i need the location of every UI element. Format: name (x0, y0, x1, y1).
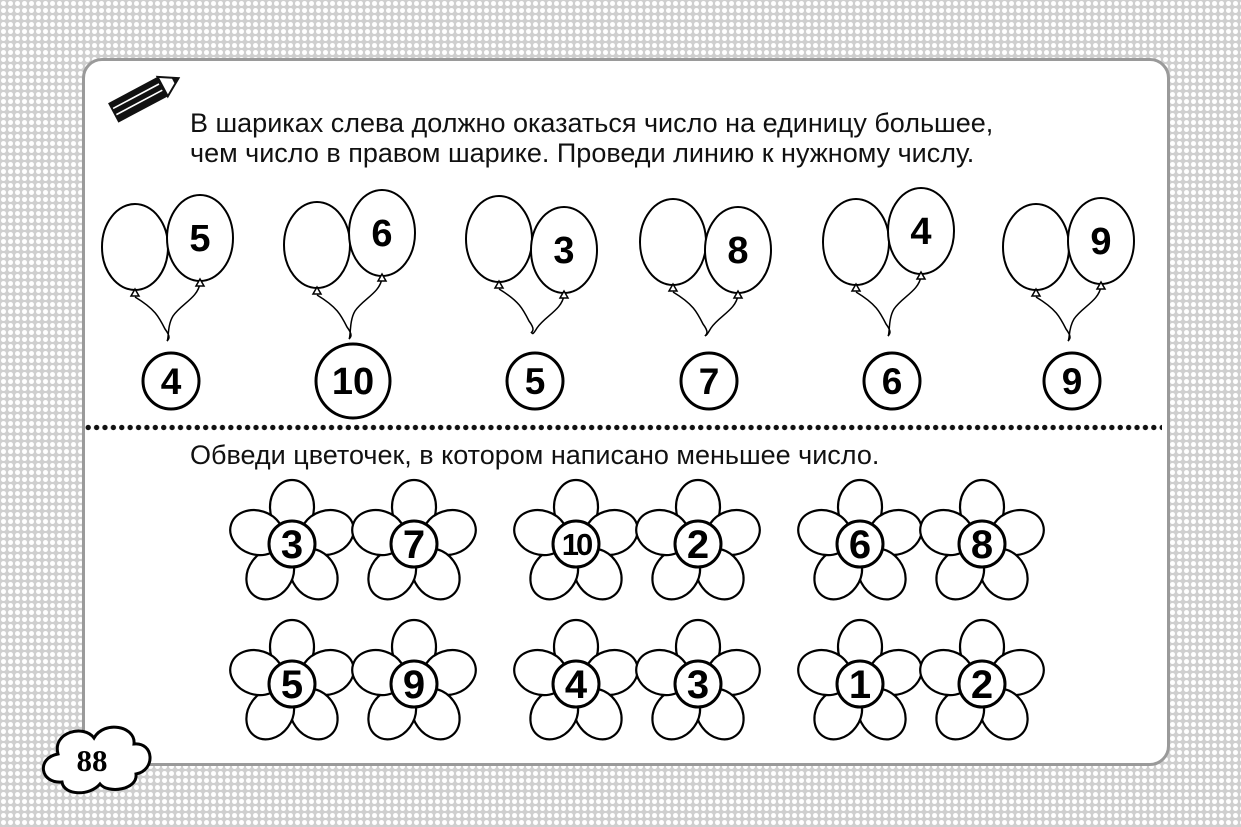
balloon-number: 3 (553, 230, 574, 272)
flower[interactable]: 9 (344, 618, 484, 751)
flower[interactable]: 6 (790, 478, 930, 611)
balloon-knot (376, 272, 388, 282)
flower[interactable]: 10 (506, 478, 646, 611)
balloon-pair: 54 (101, 194, 234, 411)
answer-number: 9 (1062, 361, 1083, 402)
empty-balloon[interactable] (822, 198, 890, 286)
balloon-pair: 87 (639, 198, 772, 411)
dotted-divider (84, 424, 1162, 431)
balloon-string (855, 291, 891, 337)
balloon-knot (1030, 287, 1042, 297)
page-number-cloud: 88 (41, 725, 152, 795)
balloon-knot (732, 289, 744, 299)
answer-circle[interactable] (679, 351, 739, 411)
balloon-knot (667, 282, 679, 292)
flower[interactable]: 2 (628, 478, 768, 611)
balloon-string (348, 277, 383, 340)
balloon-string (316, 294, 352, 340)
flower-number: 2 (971, 663, 993, 707)
flower-number: 6 (849, 523, 871, 567)
balloon-number: 5 (189, 218, 210, 260)
balloon-knot (311, 285, 323, 295)
flower[interactable]: 5 (222, 618, 362, 751)
flower[interactable]: 4 (506, 618, 646, 751)
empty-balloon[interactable] (1002, 203, 1070, 291)
flower[interactable]: 3 (628, 618, 768, 751)
balloon-knot (194, 277, 206, 287)
balloon-number: 9 (1090, 221, 1111, 263)
pencil-icon (108, 75, 181, 123)
task-2-instruction: Обведи цветочек, в котором написано мень… (190, 440, 880, 470)
balloon-number: 8 (727, 230, 748, 272)
flower-number: 3 (687, 663, 709, 707)
flower[interactable]: 7 (344, 478, 484, 611)
balloon-knot (850, 282, 862, 292)
flower[interactable]: 2 (912, 618, 1052, 751)
balloon-knot (558, 289, 570, 299)
answer-circle[interactable] (314, 342, 392, 420)
balloon-pair: 6 10 (283, 189, 416, 420)
flower-number: 9 (403, 663, 425, 707)
balloon-number: 4 (910, 211, 931, 253)
balloon-string (704, 294, 739, 337)
answer-circle[interactable] (862, 351, 922, 411)
flower[interactable]: 8 (912, 478, 1052, 611)
balloon-knot (1095, 280, 1107, 290)
page-number: 88 (77, 743, 108, 778)
balloon-knot (493, 279, 505, 289)
balloon-number: 6 (371, 213, 392, 255)
empty-balloon[interactable] (101, 203, 169, 291)
answer-circle[interactable] (1042, 351, 1102, 411)
flower-pair: 10 2 (506, 478, 768, 611)
empty-balloon[interactable] (283, 201, 351, 289)
answer-number: 6 (882, 361, 903, 402)
answer-circle[interactable] (141, 351, 201, 411)
answer-circle[interactable] (505, 351, 565, 411)
balloon-pair: 46 (822, 187, 955, 411)
flower[interactable]: 3 (222, 478, 362, 611)
balloon-knot (129, 287, 141, 297)
flower-number: 4 (565, 663, 588, 707)
balloon-string (134, 296, 170, 342)
task-1-instruction: В шариках слева должно оказаться число н… (190, 108, 994, 168)
balloon-knot (915, 270, 927, 280)
balloon-pair: 35 (465, 195, 598, 411)
answer-number: 10 (332, 361, 374, 403)
balloon-pair: 99 (1002, 197, 1135, 411)
empty-balloon[interactable] (639, 198, 707, 286)
answer-number: 5 (525, 361, 546, 402)
flower[interactable]: 1 (790, 618, 930, 751)
flower-number: 1 (849, 663, 871, 707)
flower-number: 2 (687, 523, 709, 567)
answer-number: 4 (161, 361, 182, 402)
balloon-string (498, 288, 534, 334)
balloon-string (166, 282, 201, 342)
flower-number: 5 (281, 663, 303, 707)
balloon-string (1067, 285, 1102, 342)
balloon-string (887, 275, 922, 337)
empty-balloon[interactable] (465, 195, 533, 283)
flower-number: 8 (971, 523, 993, 567)
flower-number: 10 (562, 527, 592, 562)
balloon-string (672, 291, 708, 337)
balloon-string (530, 294, 565, 335)
flower-number: 3 (281, 523, 303, 567)
flower-number: 7 (403, 523, 425, 567)
answer-number: 7 (699, 361, 720, 402)
balloon-string (1035, 296, 1071, 342)
